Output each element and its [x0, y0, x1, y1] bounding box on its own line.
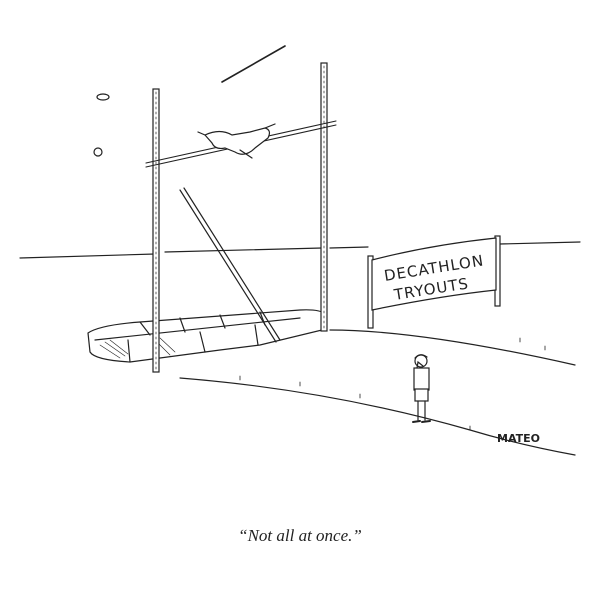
ground-line-lower	[179, 377, 576, 456]
artist-signature: MATEO	[497, 432, 540, 445]
coach-observer	[412, 354, 431, 423]
ground-ticks	[239, 337, 546, 431]
leaning-vault-pole	[179, 187, 281, 343]
ground-line-upper	[329, 329, 576, 366]
flying-discus	[96, 93, 110, 101]
horizon-line-right	[329, 241, 581, 249]
horizon-line-mid	[164, 247, 323, 253]
vault-upright-right	[320, 62, 328, 332]
vault-upright-left	[152, 88, 160, 373]
landing-mat	[87, 309, 326, 363]
horizon-line-left	[19, 253, 156, 259]
athlete-clearing-bar	[197, 123, 276, 159]
decathlon-tryouts-banner: DECATHLON TRYOUTS	[367, 235, 501, 329]
flying-shot-put	[93, 147, 103, 157]
cartoon-caption: “Not all at once.”	[238, 526, 362, 545]
flying-javelin	[221, 45, 286, 83]
